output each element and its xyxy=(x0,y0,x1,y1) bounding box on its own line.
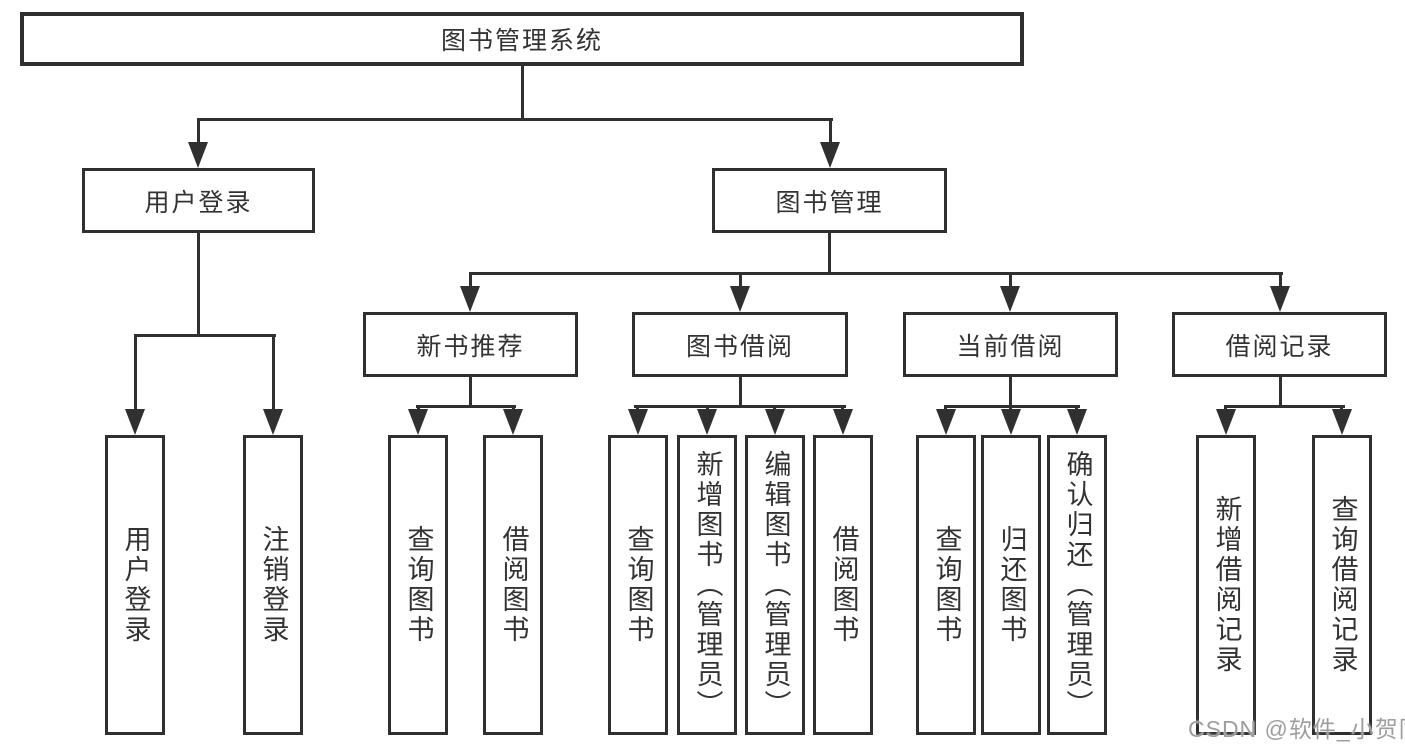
node-user-login: 用户登录 xyxy=(82,168,315,233)
arrow-down-icon xyxy=(1001,409,1021,435)
arrow-down-icon xyxy=(125,409,145,435)
node-book-mgmt: 图书管理 xyxy=(712,168,947,233)
watermark: CSDN @软件_小贺同学 xyxy=(1188,716,1405,742)
connector-line xyxy=(944,405,1080,408)
connector-line xyxy=(469,272,1283,275)
arrow-down-icon xyxy=(1000,286,1020,312)
node-leaf-add-borrow-record: 新增借阅记录 xyxy=(1196,435,1256,735)
arrow-down-icon xyxy=(730,286,750,312)
node-leaf-borrow-books: 借阅图书 xyxy=(813,435,873,735)
node-leaf-borrow-books-rec: 借阅图书 xyxy=(483,435,543,735)
connector-line xyxy=(134,334,137,414)
connector-line xyxy=(197,118,833,121)
connector-line xyxy=(469,377,472,408)
node-leaf-user-login: 用户登录 xyxy=(105,435,165,735)
node-book-borrow: 图书借阅 xyxy=(632,312,848,377)
arrow-down-icon xyxy=(628,409,648,435)
arrow-down-icon xyxy=(460,286,480,312)
connector-line xyxy=(197,118,200,148)
connector-line xyxy=(469,272,472,290)
node-leaf-query-books-rec: 查询图书 xyxy=(388,435,448,735)
arrow-down-icon xyxy=(697,409,717,435)
arrow-down-icon xyxy=(408,409,428,435)
node-leaf-logout: 注销登录 xyxy=(243,435,303,735)
arrow-down-icon xyxy=(833,409,853,435)
connector-line xyxy=(272,334,275,414)
arrow-down-icon xyxy=(765,409,785,435)
connector-line xyxy=(134,334,276,337)
arrow-down-icon xyxy=(503,409,523,435)
arrow-down-icon xyxy=(188,142,208,168)
connector-line xyxy=(829,118,832,148)
connector-line xyxy=(1009,377,1012,408)
connector-line xyxy=(1279,377,1282,408)
arrow-down-icon xyxy=(820,142,840,168)
connector-line xyxy=(739,377,742,408)
node-leaf-query-books-current: 查询图书 xyxy=(916,435,976,735)
node-current-borrow: 当前借阅 xyxy=(903,312,1118,377)
arrow-down-icon xyxy=(263,409,283,435)
arrow-down-icon xyxy=(936,409,956,435)
node-leaf-query-borrow-record: 查询借阅记录 xyxy=(1312,435,1372,735)
connector-line xyxy=(828,233,831,275)
arrow-down-icon xyxy=(1270,286,1290,312)
connector-line xyxy=(739,272,742,290)
connector-line xyxy=(416,405,516,408)
node-leaf-query-books-borrow: 查询图书 xyxy=(608,435,668,735)
node-new-book-rec: 新书推荐 xyxy=(363,312,578,377)
node-borrow-records: 借阅记录 xyxy=(1172,312,1387,377)
connector-line xyxy=(1279,272,1282,290)
node-leaf-edit-books-admin: 编辑图书（管理员） xyxy=(745,435,805,735)
node-leaf-add-books-admin: 新增图书（管理员） xyxy=(677,435,737,735)
node-root: 图书管理系统 xyxy=(20,12,1024,66)
connector-line xyxy=(197,233,200,337)
connector-line xyxy=(634,405,846,408)
connector-line xyxy=(521,66,524,119)
node-leaf-confirm-return-admin: 确认归还（管理员） xyxy=(1047,435,1107,735)
node-leaf-return-books: 归还图书 xyxy=(981,435,1041,735)
arrow-down-icon xyxy=(1067,409,1087,435)
arrow-down-icon xyxy=(1332,409,1352,435)
arrow-down-icon xyxy=(1216,409,1236,435)
connector-line xyxy=(1224,405,1345,408)
connector-line xyxy=(1009,272,1012,290)
